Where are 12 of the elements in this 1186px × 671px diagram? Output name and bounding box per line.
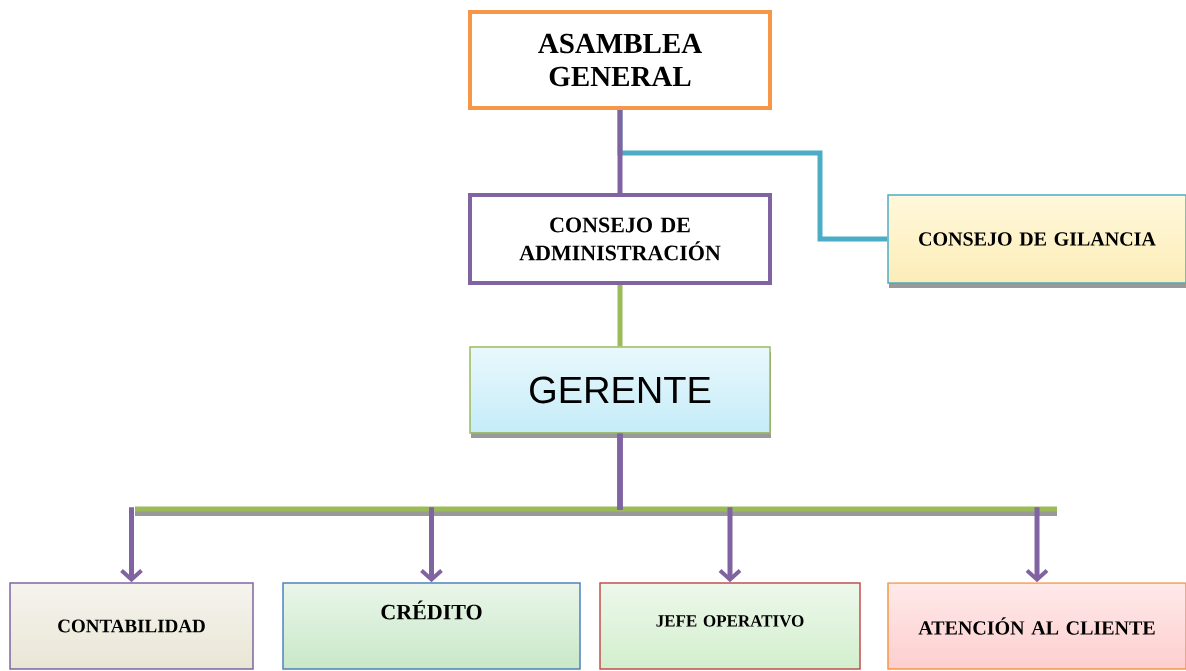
org-box: ATENCIÓN AL CLIENTE <box>887 582 1186 670</box>
org-box: JEFE OPERATIVO <box>599 582 861 670</box>
connector-line <box>617 285 623 347</box>
org-box: ASAMBLEA GENERAL <box>468 10 772 110</box>
connector-line <box>135 506 1057 516</box>
org-box: CONSEJO DE ADMINISTRACIÓN <box>468 193 772 285</box>
org-box: CONSEJO DE GILANCIA <box>887 194 1186 288</box>
connector-line <box>617 110 623 193</box>
org-box: CONTABILIDAD <box>9 582 254 670</box>
org-box: CRÉDITO <box>282 582 581 670</box>
arrow <box>617 431 1049 583</box>
org-box: GERENTE <box>469 346 771 438</box>
